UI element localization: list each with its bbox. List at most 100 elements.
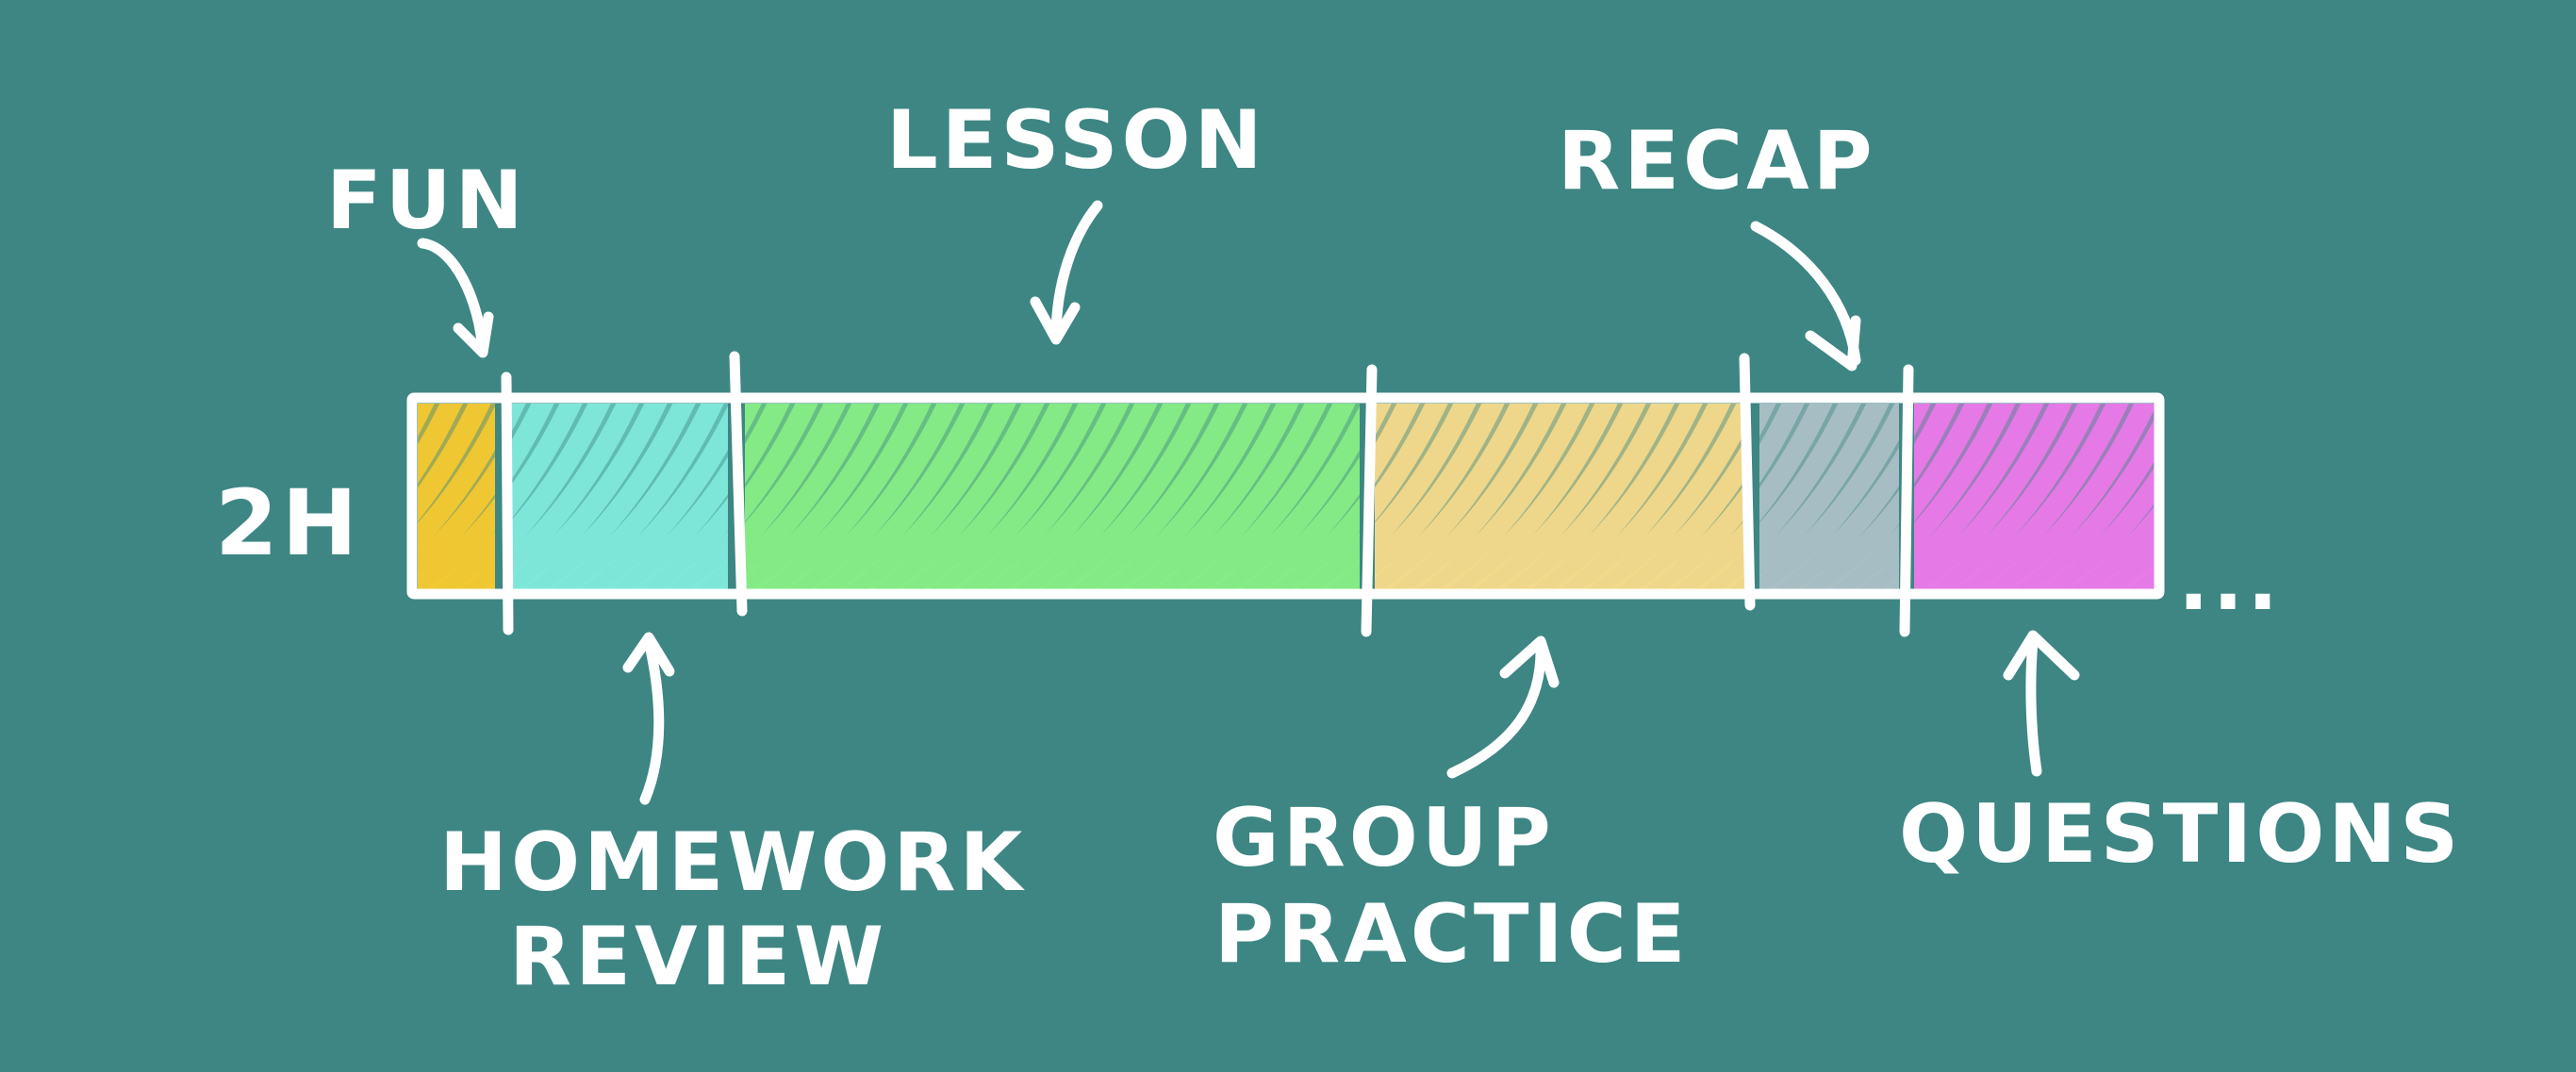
- arrow-lesson: [1030, 200, 1103, 345]
- trailing-ellipsis: ...: [2178, 535, 2282, 629]
- duration-label: 2H: [215, 470, 361, 576]
- hatch-stroke: [1495, 404, 1675, 589]
- hatch-stroke: [1524, 404, 1703, 589]
- hatch-stroke: [1637, 485, 1744, 589]
- segment-hatching: [418, 394, 2489, 599]
- hatch-stroke: [1375, 404, 1505, 580]
- hatch-stroke: [454, 558, 495, 589]
- hatch-stroke: [1375, 404, 1420, 484]
- hatch-stroke: [1205, 405, 1360, 589]
- hatch-homework-review: [509, 404, 728, 589]
- hatch-stroke: [1411, 404, 1590, 589]
- hatch-stroke: [1759, 404, 1899, 589]
- segment-arrows: [417, 200, 2080, 805]
- hatch-stroke: [1914, 404, 1988, 522]
- hatch-stroke: [745, 404, 818, 522]
- hatch-stroke: [2091, 531, 2161, 589]
- hatch-stroke: [1922, 404, 2101, 589]
- hatch-stroke: [418, 405, 495, 553]
- hatch-stroke: [2294, 394, 2461, 599]
- segment-label-lesson: LESSON: [886, 93, 1266, 188]
- hatch-stroke: [1092, 404, 1271, 589]
- hatch-stroke: [1382, 404, 1561, 589]
- hatch-stroke: [922, 404, 1101, 589]
- hatch-fun: [418, 404, 495, 589]
- hatch-group-practice: [1375, 404, 1744, 589]
- hatch-stroke: [1978, 404, 2157, 589]
- hatch-stroke: [1914, 404, 2044, 580]
- segment-label-group-practice-line2: PRACTICE: [1214, 887, 1689, 981]
- hatch-stroke: [979, 404, 1158, 589]
- hatch-stroke: [602, 456, 728, 589]
- hatch-stroke: [1795, 489, 1899, 589]
- hatch-stroke: [1375, 404, 1448, 522]
- hatch-stroke: [1375, 404, 1477, 553]
- hatch-stroke: [1318, 558, 1360, 589]
- hatch-stroke: [745, 404, 790, 484]
- hatch-stroke: [1759, 404, 1861, 553]
- arrow-homework-review: [622, 632, 675, 805]
- hatch-stroke: [1759, 404, 1805, 484]
- hatch-stroke: [894, 404, 1073, 589]
- hatch-questions: [1914, 394, 2489, 599]
- hatch-stroke: [2322, 394, 2489, 599]
- hatch-stroke: [1914, 404, 1959, 484]
- hatch-stroke: [1914, 404, 2016, 553]
- hatch-stroke: [1914, 404, 2072, 589]
- hatch-stroke: [573, 405, 728, 589]
- hatch-stroke: [809, 404, 988, 589]
- hatch-stroke: [2035, 456, 2161, 589]
- hatch-stroke: [658, 531, 728, 589]
- hatch-stroke: [1177, 404, 1356, 589]
- hatch-stroke: [1950, 404, 2129, 589]
- divider-practice-recap: [1739, 353, 1756, 611]
- hatch-stroke: [2266, 394, 2433, 599]
- segment-label-homework-review-line1: HOMEWORK: [439, 816, 1026, 910]
- hatch-stroke: [1439, 404, 1618, 589]
- hatch-stroke: [509, 404, 583, 522]
- segment-label-recap: RECAP: [1558, 114, 1876, 208]
- hatch-stroke: [1007, 404, 1186, 589]
- divider-recap-questions: [1899, 364, 1914, 637]
- divider-lesson-practice: [1361, 364, 1378, 637]
- hatch-stroke: [781, 404, 960, 589]
- hatch-stroke: [745, 404, 847, 553]
- hatch-stroke: [1693, 550, 1744, 589]
- hatch-stroke: [1035, 404, 1214, 589]
- arrow-fun: [417, 238, 494, 358]
- hatch-stroke: [1852, 552, 1899, 589]
- hatch-stroke: [1665, 520, 1744, 589]
- hatch-stroke: [1290, 531, 1360, 589]
- hatch-stroke: [509, 404, 611, 553]
- hatch-stroke: [752, 404, 932, 589]
- arrow-recap: [1750, 221, 1861, 371]
- hatch-stroke: [1552, 404, 1731, 589]
- segment-label-fun: FUN: [326, 154, 527, 248]
- hatch-stroke: [1064, 404, 1243, 589]
- hatch-stroke: [1148, 404, 1328, 589]
- hatch-stroke: [545, 404, 724, 589]
- segment-label-homework-review-line2: REVIEW: [509, 910, 887, 1004]
- hatch-stroke: [2120, 558, 2161, 589]
- hatch-stroke: [630, 497, 728, 589]
- hatch-stroke: [745, 404, 903, 589]
- hatch-stroke: [1759, 404, 1833, 522]
- hatch-stroke: [1609, 440, 1744, 589]
- hatch-stroke: [745, 404, 875, 580]
- hatch-stroke: [1759, 404, 1890, 580]
- hatch-stroke: [1767, 447, 1899, 589]
- hatch-stroke: [418, 404, 463, 484]
- hatch-stroke: [1375, 404, 1533, 589]
- hatch-recap: [1759, 404, 1899, 589]
- hatch-stroke: [509, 404, 668, 589]
- hatch-stroke: [509, 404, 639, 580]
- hatch-stroke: [418, 404, 491, 522]
- segment-label-group-practice-line1: GROUP: [1213, 791, 1555, 885]
- hatch-stroke: [866, 404, 1045, 589]
- hatch-stroke: [418, 456, 495, 580]
- segment-label-questions: QUESTIONS: [1899, 787, 2462, 882]
- hatch-stroke: [2006, 405, 2161, 589]
- timeline-bar-outline: [406, 392, 2165, 600]
